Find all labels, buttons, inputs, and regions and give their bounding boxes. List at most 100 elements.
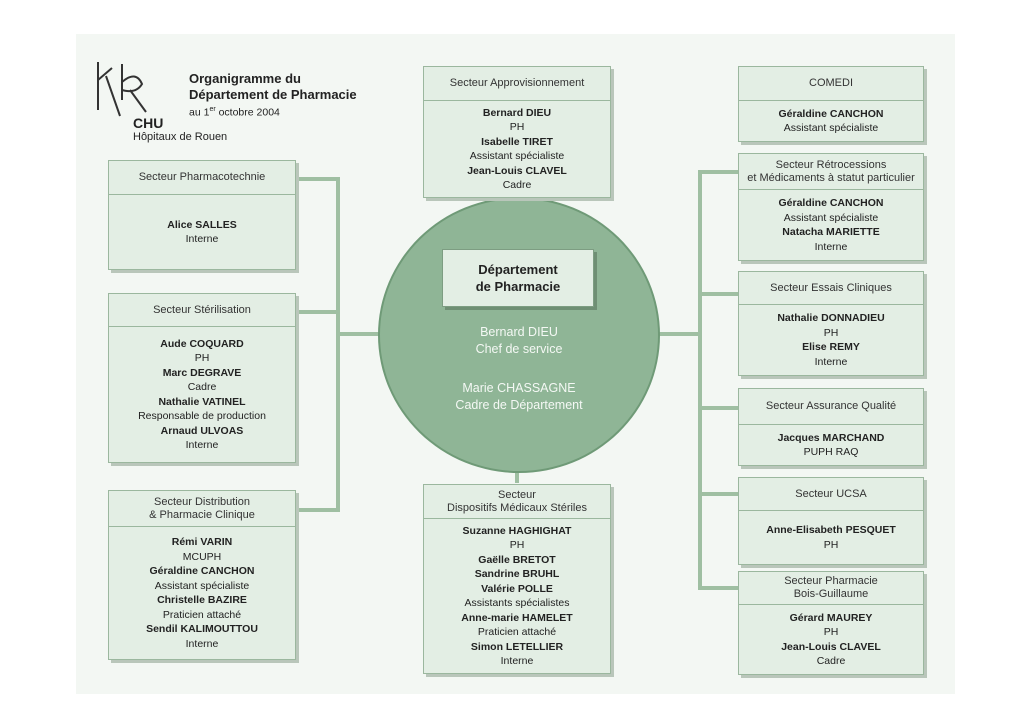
sector-header-text: Secteur Pharmacotechnie bbox=[139, 171, 266, 184]
staff-name: Anne-marie HAMELET bbox=[461, 611, 573, 624]
staff-name: Suzanne HAGHIGHAT bbox=[462, 524, 572, 537]
connector bbox=[698, 170, 740, 174]
staff-role: PH bbox=[194, 352, 210, 364]
sector-staff: Jacques MARCHAND PUPH RAQ bbox=[739, 425, 923, 465]
connector bbox=[698, 492, 740, 496]
staff-role: Interne bbox=[814, 240, 848, 253]
staff-name: Géraldine CANCHON bbox=[778, 107, 884, 120]
sector-header-text: Secteur Approvisionnement bbox=[450, 77, 585, 90]
manager-role: Cadre de Département bbox=[455, 398, 583, 412]
staff-name: Bernard DIEU bbox=[482, 106, 552, 119]
sector-header-line: Dispositifs Médicaux Stériles bbox=[447, 501, 587, 514]
staff-role: Interne bbox=[185, 637, 219, 650]
title-line-2: Département de Pharmacie bbox=[189, 87, 357, 102]
sector-box-essais: Secteur Essais Cliniques Nathalie DONNAD… bbox=[738, 271, 924, 376]
staff-name: Isabelle TIRET bbox=[481, 135, 553, 148]
sector-staff: Alice SALLES Interne bbox=[109, 195, 295, 269]
connector bbox=[515, 469, 519, 483]
sector-header-text: Secteur Distribution& Pharmacie Clinique bbox=[149, 496, 255, 522]
staff-role: Assistants spécialistes bbox=[464, 597, 570, 609]
sector-header: Secteur Stérilisation bbox=[109, 294, 295, 327]
staff-name: Alice SALLES bbox=[167, 218, 237, 231]
sector-header-text: Secteur Stérilisation bbox=[153, 304, 251, 317]
staff-role: PH bbox=[509, 121, 525, 133]
staff-role: Interne bbox=[500, 655, 534, 667]
sector-box-pharmacotechnie: Secteur Pharmacotechnie Alice SALLES Inte… bbox=[108, 160, 296, 270]
sector-box-ucsa: Secteur UCSA Anne-Elisabeth PESQUET PH bbox=[738, 477, 924, 565]
sector-header-line: Secteur Distribution bbox=[154, 495, 250, 508]
chu-rouen-logo-icon bbox=[97, 62, 147, 117]
staff-name: Arnaud ULVOAS bbox=[160, 424, 244, 437]
sector-header-line: et Médicaments à statut particulier bbox=[747, 171, 915, 184]
manager-name: Marie CHASSAGNE bbox=[462, 381, 576, 395]
staff-name: Géraldine CANCHON bbox=[149, 565, 255, 577]
sector-header: Secteur Pharmacotechnie bbox=[109, 161, 295, 195]
sector-header-text: Secteur Assurance Qualité bbox=[766, 400, 896, 413]
sector-header: Secteur Assurance Qualité bbox=[739, 389, 923, 425]
connector bbox=[698, 292, 740, 296]
staff-role: Assistant spécialiste bbox=[469, 150, 565, 162]
staff-role: Responsable de production bbox=[138, 410, 266, 422]
sector-header: Secteur Approvisionnement bbox=[424, 67, 610, 101]
sector-header-line: Secteur Stérilisation bbox=[153, 303, 251, 316]
chief-role: Chef de service bbox=[475, 342, 563, 356]
staff-name: Sendil KALIMOUTTOU bbox=[146, 623, 258, 635]
staff-role: MCUPH bbox=[182, 550, 222, 563]
staff-role: PUPH RAQ bbox=[803, 446, 859, 458]
sector-header-line: Secteur Assurance Qualité bbox=[765, 400, 897, 412]
department-title-box: Département de Pharmacie bbox=[442, 249, 594, 307]
staff-role: Interne bbox=[814, 355, 848, 368]
connector bbox=[336, 177, 340, 512]
connector bbox=[296, 177, 340, 181]
staff-name: Natacha MARIETTE bbox=[782, 226, 880, 238]
staff-name: Valérie POLLE bbox=[481, 582, 553, 595]
department-title-line-2: de Pharmacie bbox=[475, 279, 561, 294]
staff-name: Rémi VARIN bbox=[171, 536, 233, 548]
staff-name: Jean-Louis CLAVEL bbox=[467, 164, 567, 177]
staff-name: Marc DEGRAVE bbox=[162, 366, 242, 379]
sector-header-text: Secteur UCSA bbox=[795, 488, 867, 501]
staff-name: Géraldine CANCHON bbox=[778, 197, 884, 209]
sector-header-line: Secteur UCSA bbox=[795, 487, 867, 500]
staff-role: Praticien attaché bbox=[162, 608, 242, 621]
sector-header-text: COMEDI bbox=[809, 77, 853, 90]
staff-role: PH bbox=[823, 538, 839, 551]
staff-role: Cadre bbox=[816, 655, 846, 667]
staff-role: Praticien attaché bbox=[477, 626, 557, 638]
connector bbox=[698, 406, 740, 410]
staff-name: Jacques MARCHAND bbox=[777, 431, 885, 444]
logo-name: CHU bbox=[133, 115, 164, 131]
staff-name: Simon LETELLIER bbox=[470, 640, 564, 653]
sector-box-distribution: Secteur Distribution& Pharmacie Clinique… bbox=[108, 490, 296, 660]
sector-header: Secteur Distribution& Pharmacie Clinique bbox=[109, 491, 295, 527]
department-title-line-1: Département bbox=[478, 262, 558, 277]
sector-header-text: Secteur Essais Cliniques bbox=[770, 282, 892, 295]
staff-name: Nathalie VATINEL bbox=[158, 395, 246, 408]
department-circle bbox=[378, 197, 660, 473]
staff-role: Interne bbox=[185, 233, 219, 245]
staff-role: Cadre bbox=[502, 179, 532, 191]
sector-staff: Rémi VARIN MCUPH Géraldine CANCHON Assistan… bbox=[109, 527, 295, 659]
connector bbox=[656, 332, 702, 336]
staff-role: PH bbox=[509, 539, 525, 551]
title-date: au 1er octobre 2004 bbox=[189, 106, 280, 119]
sector-header-line: Secteur Pharmacie bbox=[784, 575, 878, 587]
staff-name: Anne-Elisabeth PESQUET bbox=[766, 524, 896, 536]
staff-role: Assistant spécialiste bbox=[154, 579, 250, 592]
sector-header-line: COMEDI bbox=[809, 77, 853, 89]
sector-header-line: Secteur Approvisionnement bbox=[449, 77, 585, 89]
